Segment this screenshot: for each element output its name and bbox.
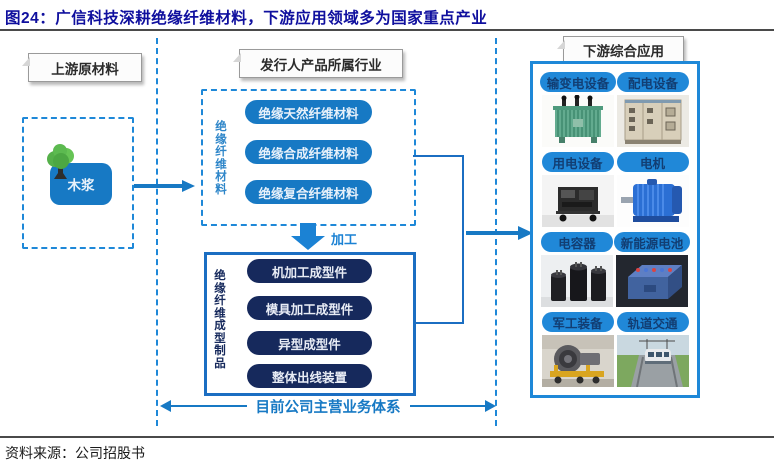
app-cell: 用电设备 [540,152,615,227]
material-pill: 绝缘复合纤维材料 [245,180,372,204]
main-business-label: 目前公司主营业务体系 [246,400,410,416]
app-label: 电容器 [558,236,596,251]
product-pill: 机加工成型件 [247,259,372,283]
issuer-header-plaque: 发行人产品所属行业 [233,49,403,78]
downstream-header-label: 下游综合应用 [583,44,664,59]
app-label: 用电设备 [552,156,603,171]
app-label: 配电设备 [627,76,678,91]
upstream-header-label: 上游原材料 [51,61,119,77]
downstream-row: 军工装备 轨道交通 [540,312,690,387]
product-pill: 异型成型件 [247,331,372,355]
downstream-row: 用电设备 电机 [540,152,690,227]
product-pill: 整体出线装置 [247,364,372,388]
app-cell: 电机 [615,152,690,227]
app-label-pill: 输变电设备 [539,72,617,92]
app-label-pill: 电容器 [541,232,613,252]
app-label-pill: 轨道交通 [616,312,689,332]
app-cell: 军工装备 [540,312,615,387]
app-label-pill: 电机 [616,152,689,172]
downstream-row: 电容器 新能源电池 [540,232,691,307]
app-label: 军工装备 [552,316,603,331]
app-cell: 输变电设备 [539,72,617,147]
product-label: 模具加工成型件 [265,302,354,317]
page-title: 图24：广信科技深耕绝缘纤维材料，下游应用领域多为国家重点产业 [5,10,488,27]
source-note: 资料来源：公司招股书 [5,447,145,462]
motor-photo [616,175,689,227]
downstream-row: 输变电设备 配电设备 [539,72,690,147]
app-label-pill: 新能源电池 [613,232,691,252]
process-arrow-down-icon [291,223,325,250]
app-label: 电机 [639,156,665,171]
material-label: 绝缘复合纤维材料 [258,186,359,201]
capacitors-photo [541,255,613,307]
app-cell: 轨道交通 [615,312,690,387]
app-label: 轨道交通 [627,316,678,331]
arrow-upstream-to-issuer [134,180,195,192]
source-divider [0,436,774,438]
product-label: 异型成型件 [278,337,341,352]
product-pill: 模具加工成型件 [247,296,372,320]
rail-transit-photo [616,335,689,387]
process-label: 加工 [331,232,358,247]
app-label: 新能源电池 [620,236,684,251]
app-label-pill: 配电设备 [617,72,689,92]
military-equipment-photo [541,335,614,387]
tree-icon [47,144,74,179]
material-label: 绝缘天然纤维材料 [258,106,359,121]
transformer-photo [542,95,614,147]
materials-group-label: 绝缘纤维材料 [215,121,227,196]
app-label-pill: 军工装备 [541,312,614,332]
material-pill: 绝缘天然纤维材料 [245,100,372,124]
app-label: 输变电设备 [546,76,610,91]
upstream-header-plaque: 上游原材料 [22,53,142,82]
app-cell: 电容器 [540,232,614,307]
app-cell: 新能源电池 [613,232,691,307]
power-equipment-photo [541,175,614,227]
product-label: 机加工成型件 [271,265,347,280]
app-cell: 配电设备 [616,72,690,147]
app-label-pill: 用电设备 [541,152,614,172]
products-group-label: 绝缘纤维成型制品 [214,270,226,370]
main-business-label-wrap: 目前公司主营业务体系 [160,396,496,417]
switchgear-cabinet-photo [617,95,689,147]
downstream-box: 输变电设备 配电设备 [530,61,700,398]
title-divider [0,29,774,31]
battery-pack-photo [616,255,688,307]
wood-pulp-label: 木浆 [67,178,95,193]
product-label: 整体出线装置 [271,370,347,385]
connector-bracket [413,155,533,324]
material-pill: 绝缘合成纤维材料 [245,140,372,164]
issuer-header-label: 发行人产品所属行业 [260,57,382,73]
downstream-header-plaque: 下游综合应用 [557,36,684,64]
column-divider-left [156,38,158,426]
material-label: 绝缘合成纤维材料 [258,146,359,161]
upstream-dashed-box [22,117,134,249]
